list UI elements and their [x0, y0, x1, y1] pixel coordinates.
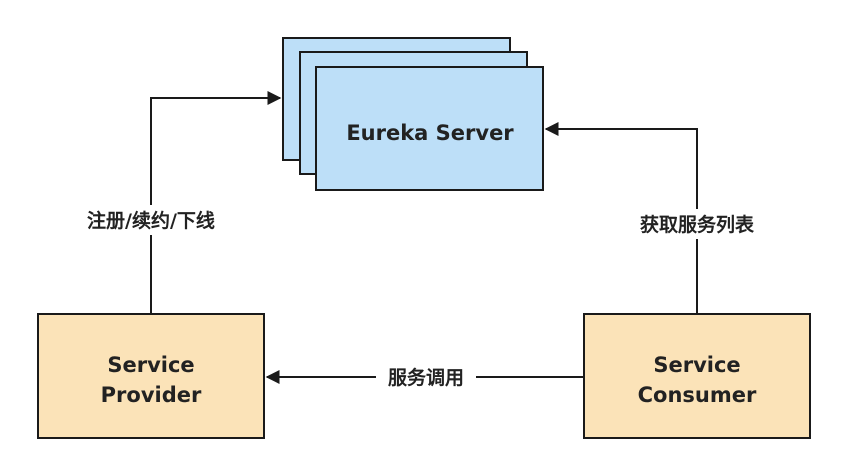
fetch-label: 获取服务列表	[640, 213, 755, 236]
service-consumer-box	[583, 313, 811, 439]
register-label-background	[70, 205, 232, 235]
register-label: 注册/续约/下线	[87, 209, 215, 232]
invoke-edge: 服务调用	[265, 363, 584, 391]
service-consumer-label-line1: Service	[653, 353, 740, 377]
fetch-label-background	[624, 209, 770, 239]
eureka-server-label: Eureka Server	[346, 121, 514, 145]
register-edge: 注册/续约/下线	[70, 91, 282, 314]
eureka-server-box-front	[315, 66, 544, 191]
fetch-arrow	[544, 122, 698, 314]
service-provider-label-line1: Service	[107, 353, 194, 377]
fetch-edge: 获取服务列表	[544, 122, 770, 314]
service-provider-node: Service Provider	[37, 313, 265, 439]
service-provider-box	[37, 313, 265, 439]
invoke-label: 服务调用	[388, 366, 464, 389]
register-arrow	[150, 91, 282, 314]
invoke-label-background	[376, 363, 476, 391]
service-consumer-label-line2: Consumer	[638, 383, 757, 407]
eureka-server-node: Eureka Server	[282, 37, 544, 191]
service-consumer-node: Service Consumer	[583, 313, 811, 439]
service-provider-label-line2: Provider	[101, 383, 202, 407]
